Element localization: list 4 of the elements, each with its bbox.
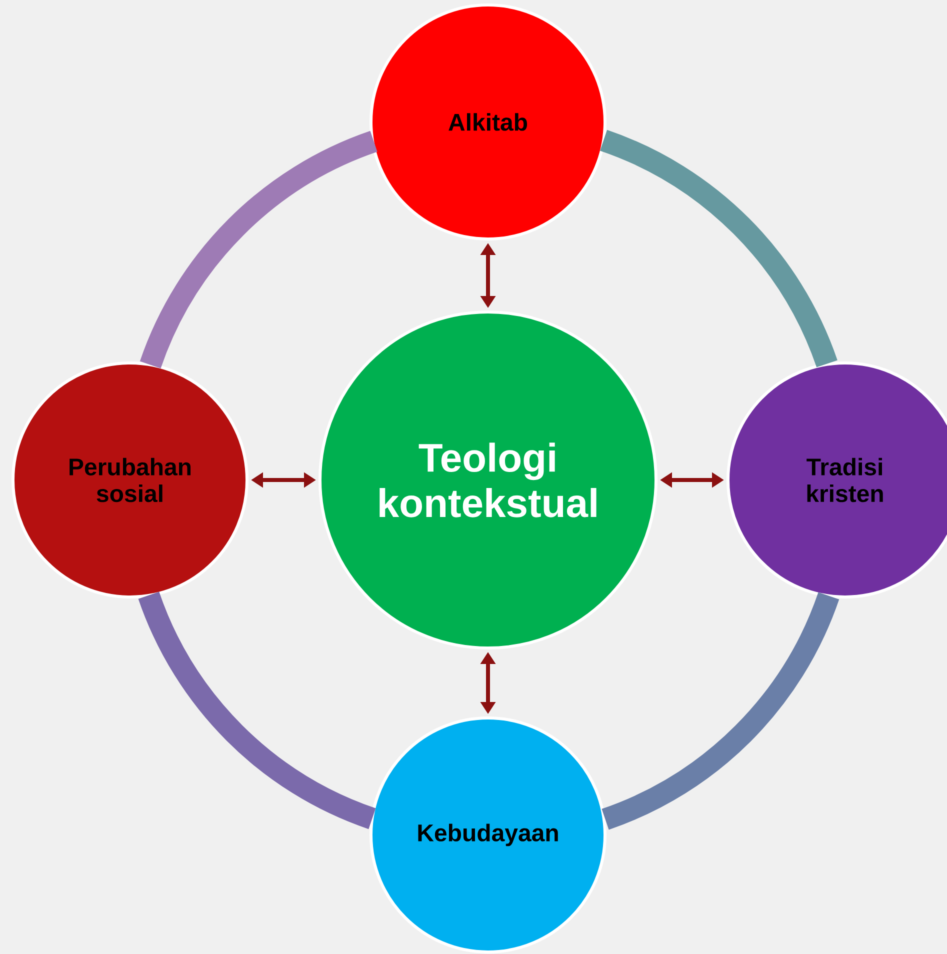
ring-arc <box>138 591 376 829</box>
ring-arc <box>140 131 378 369</box>
ring-arc <box>601 592 839 830</box>
ring-arc <box>600 130 838 368</box>
